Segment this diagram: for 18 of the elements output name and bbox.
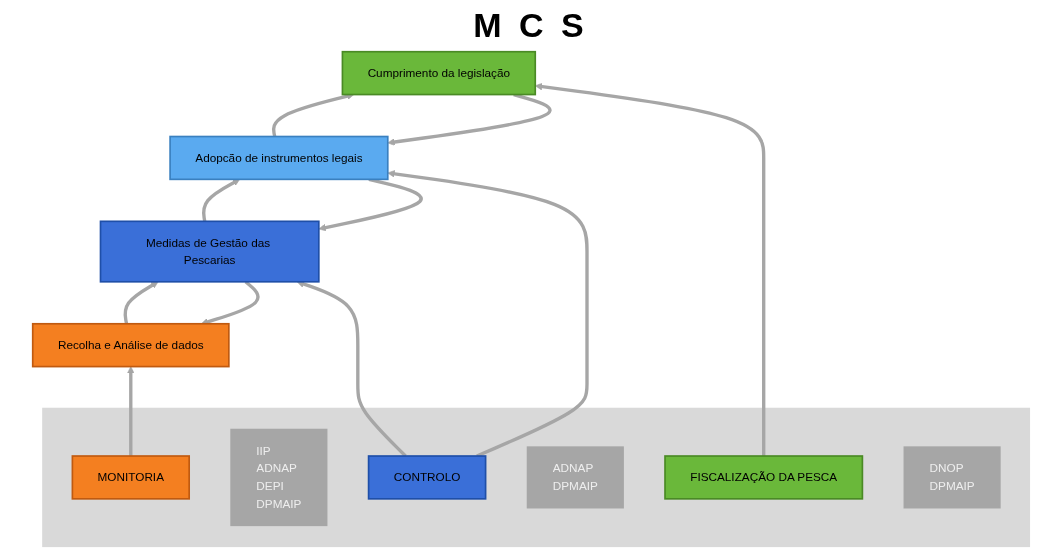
node-box: FISCALIZAÇÃO DA PESCA (663, 455, 863, 500)
diagram-title: M C S (473, 6, 588, 45)
node-box: Adopcão de instrumentos legais (168, 135, 389, 181)
arrow (296, 280, 407, 458)
node-box: IIP ADNAP DEPI DPMAIP (229, 428, 327, 527)
node-box: MONITORIA (71, 455, 190, 500)
node-box: Recolha e Análise de dados (31, 322, 230, 368)
node-box: DNOP DPMAIP (903, 446, 1001, 509)
node-box: Medidas de Gestão das Pescarias (99, 220, 320, 283)
node-box: Cumprimento da legislação (341, 50, 536, 96)
node-box: CONTROLO (367, 455, 486, 500)
arrow (534, 82, 765, 456)
arrow (123, 281, 158, 325)
arrow (271, 92, 354, 137)
arrow (201, 179, 240, 222)
arrow (126, 366, 134, 456)
cluster (41, 407, 1030, 548)
node-box: ADNAP DPMAIP (526, 446, 624, 509)
